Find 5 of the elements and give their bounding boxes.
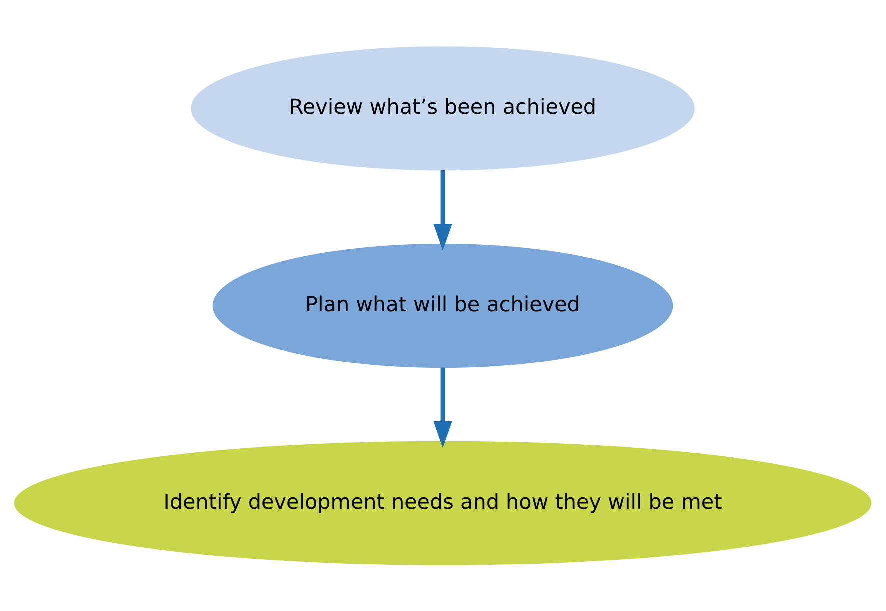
- arrow: [434, 367, 452, 448]
- node-ellipse: Plan what will be achieved: [212, 243, 674, 368]
- node-ellipse: Identify development needs and how they will be met: [14, 440, 872, 565]
- node-ellipse: Review what’s been achieved: [191, 46, 695, 170]
- arrow: [434, 170, 452, 250]
